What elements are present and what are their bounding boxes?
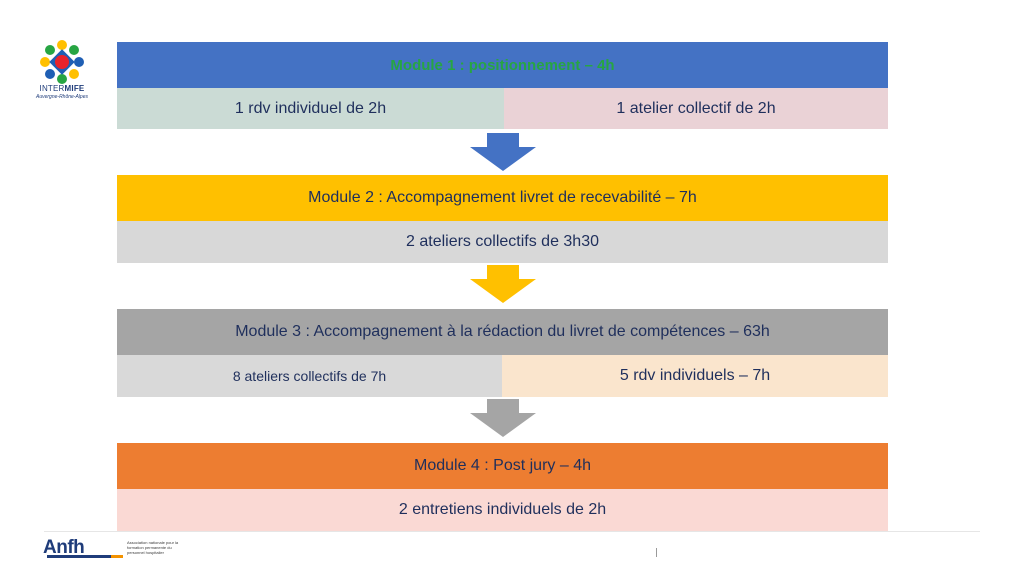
intermife-region: Auvergne-Rhône-Alpes	[36, 94, 88, 100]
module4-detail: 2 entretiens individuels de 2h	[117, 489, 888, 531]
module3-header: Module 3 : Accompagnement à la rédaction…	[117, 309, 888, 355]
intermife-logo: INTERMIFE Auvergne-Rhône-Alpes	[26, 40, 98, 106]
module3-individual-sessions: 5 rdv individuels – 7h	[502, 355, 888, 397]
module1-header: Module 1 : positionnement – 4h	[117, 42, 888, 88]
intermife-star-icon	[40, 40, 84, 84]
module3-group-workshops: 8 ateliers collectifs de 7h	[117, 355, 502, 397]
down-arrow-icon	[470, 399, 536, 437]
anfh-wordmark: Anfh	[43, 537, 85, 558]
down-arrow-icon	[470, 133, 536, 171]
module2-header: Module 2 : Accompagnement livret de rece…	[117, 175, 888, 221]
anfh-tagline: Association nationale pour la formation …	[127, 540, 179, 555]
down-arrow-icon	[470, 265, 536, 303]
anfh-logo: Anfh Association nationale pour la forma…	[43, 538, 183, 560]
intermife-name: INTERMIFE	[39, 84, 85, 93]
module1-individual-session: 1 rdv individuel de 2h	[117, 88, 504, 129]
module1-group-workshop: 1 atelier collectif de 2h	[504, 88, 888, 129]
footer-divider	[44, 531, 980, 532]
module2-detail: 2 ateliers collectifs de 3h30	[117, 221, 888, 263]
module4-header: Module 4 : Post jury – 4h	[117, 443, 888, 489]
page-marker	[656, 548, 657, 557]
anfh-underline-accent	[111, 555, 123, 558]
anfh-underline	[47, 555, 111, 558]
